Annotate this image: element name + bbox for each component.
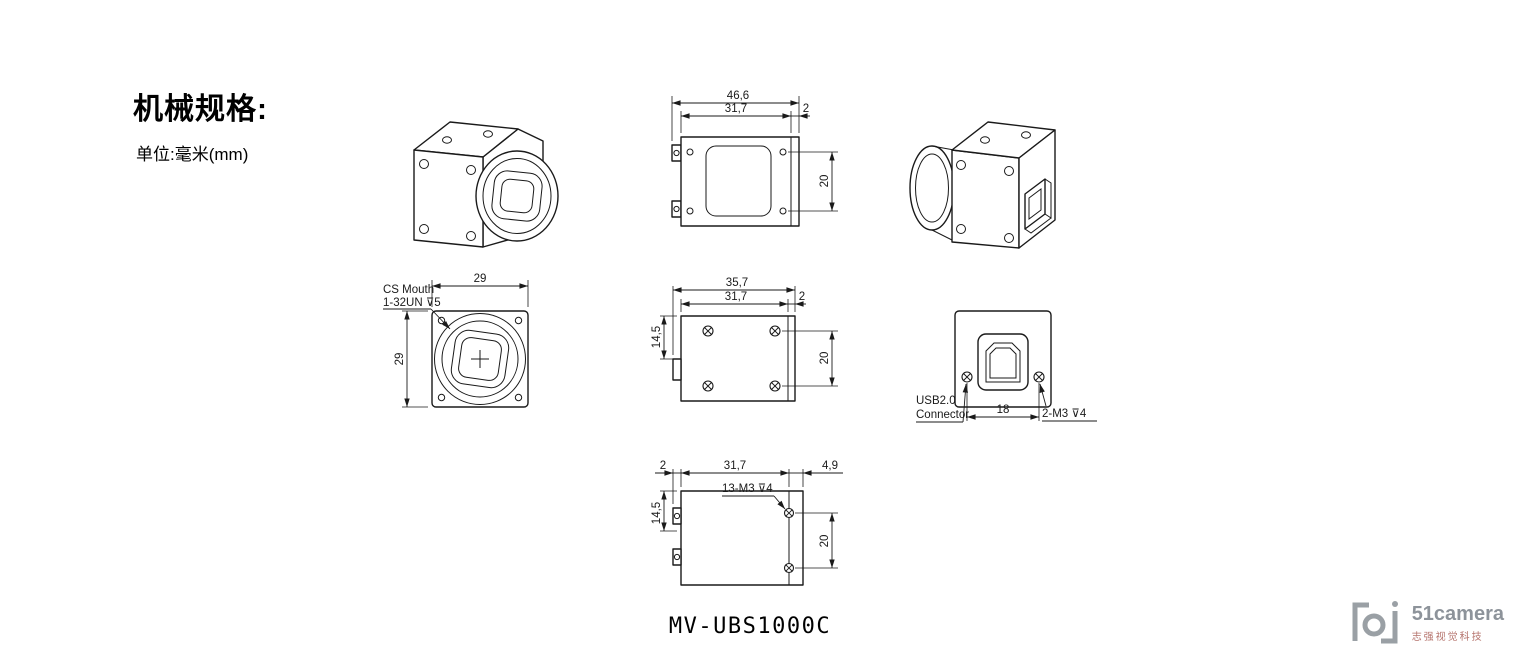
- screw-head: [702, 380, 714, 392]
- view-rear: 18 USB2.0 Connector 2-M3 ⊽4: [916, 310, 1097, 423]
- 51camera-logo-icon: [1352, 601, 1398, 644]
- screw-head: [783, 562, 795, 574]
- view-bottom: 2 31,7 4,9 13-M3 ⊽4 14,5 20: [651, 460, 843, 586]
- dim-bottom-back: 4,9: [822, 460, 838, 472]
- unit-label: 单位:毫米(mm): [136, 145, 249, 164]
- lens-ring-rear: [909, 145, 955, 231]
- dim-side-center: 14,5: [651, 326, 663, 348]
- model-name: MV-UBS1000C: [668, 614, 832, 639]
- page-title: 机械规格:: [133, 93, 268, 126]
- dim-bottom-center: 14,5: [651, 502, 663, 524]
- view-perspective-rear: [909, 121, 1056, 249]
- dim-side-body-width: 31,7: [725, 291, 747, 303]
- dim-front-width: 29: [474, 273, 487, 285]
- dim-top-total-width: 46,6: [727, 90, 749, 102]
- dim-bottom-front: 2: [660, 460, 666, 472]
- dim-rear-screw-span: 18: [997, 404, 1010, 416]
- usb-note-line1: USB2.0: [916, 395, 956, 407]
- view-perspective-front: [413, 121, 559, 248]
- watermark-subtitle: 志强视觉科技: [1411, 632, 1484, 643]
- dim-bottom-span: 20: [819, 535, 831, 548]
- view-side: 35,7 31,7 2 14,5 20: [651, 277, 838, 402]
- cs-mount-note-line1: CS Mouth: [383, 284, 434, 296]
- rear-screw-note: 2-M3 ⊽4: [1042, 408, 1087, 420]
- dim-top-span: 20: [819, 175, 831, 188]
- cs-mount-ring: [434, 313, 526, 405]
- lens-ring: [475, 150, 559, 242]
- dim-side-total-width: 35,7: [726, 277, 748, 289]
- screw-head: [783, 507, 795, 519]
- dim-side-back: 2: [799, 291, 805, 303]
- screw-head: [702, 325, 714, 337]
- top-view-body: [680, 136, 800, 227]
- screw-head: [769, 380, 781, 392]
- bottom-hole-note: 13-M3 ⊽4: [722, 483, 773, 495]
- cs-mount-note-line2: 1-32UN ⊽5: [383, 297, 441, 309]
- watermark-brand: 51camera: [1411, 603, 1504, 625]
- watermark: 51camera 志强视觉科技: [1347, 599, 1504, 647]
- bottom-view-body: [680, 490, 804, 586]
- watermark-text: 51camera 志强视觉科技: [1412, 603, 1504, 643]
- usb-note-line2: Connector: [916, 409, 969, 421]
- dim-side-span: 20: [819, 352, 831, 365]
- dim-bottom-body-width: 31,7: [724, 460, 746, 472]
- screw-head: [1033, 371, 1045, 383]
- screw-head: [961, 371, 973, 383]
- dim-top-back: 2: [803, 103, 809, 115]
- dim-front-height: 29: [394, 353, 406, 366]
- screw-head: [769, 325, 781, 337]
- view-top: 46,6 31,7 2 20: [671, 90, 838, 227]
- view-front: 29 29 CS Mouth 1-32UN ⊽5: [383, 273, 529, 408]
- dim-top-body-width: 31,7: [725, 103, 747, 115]
